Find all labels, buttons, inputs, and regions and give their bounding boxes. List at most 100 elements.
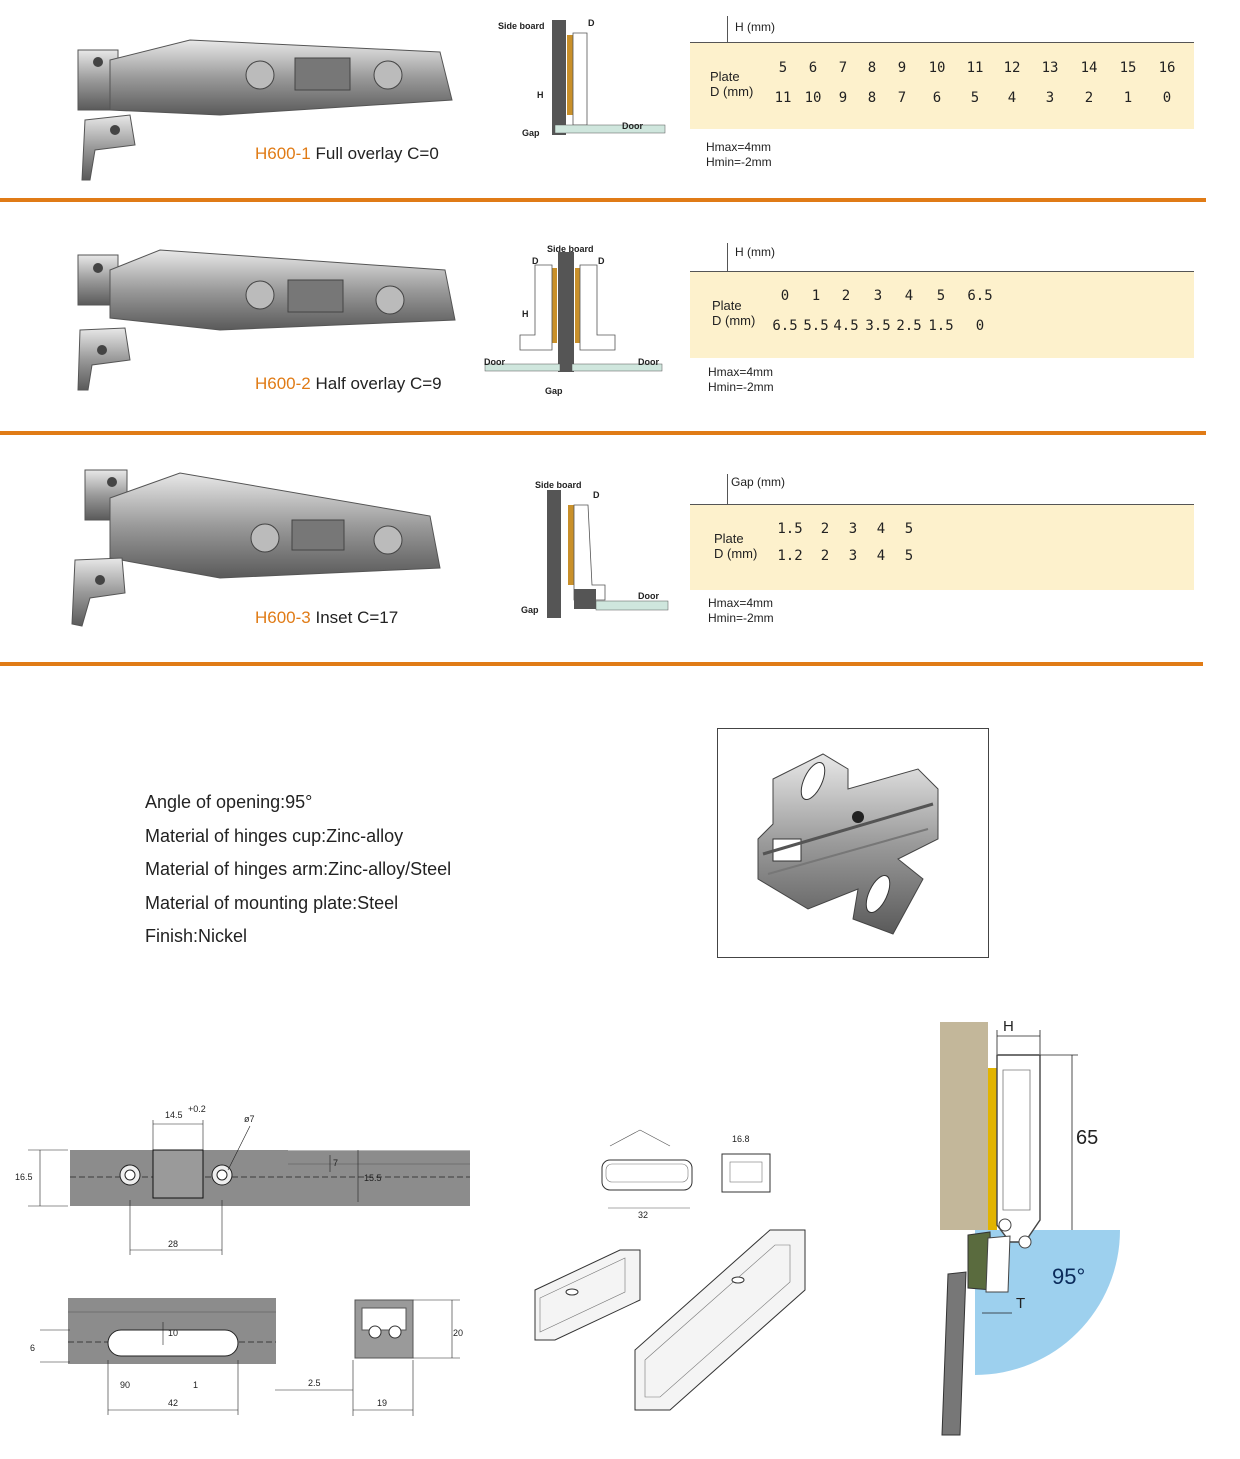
h-value: 4 (876, 521, 886, 537)
label-95-degree: 95° (1052, 1264, 1085, 1289)
hinge-photo-2 (77, 249, 456, 391)
diagram-label-d: D (532, 256, 539, 266)
row-label-d: D (mm) (714, 546, 758, 561)
dim-42: 42 (168, 1398, 178, 1408)
h-value: 16 (1158, 60, 1176, 76)
rail-profile-drawing: 32 16.8 (534, 1129, 806, 1411)
d-value: 9 (838, 90, 848, 106)
d-value: 2 (1084, 90, 1094, 106)
diagram-label-door: Door (638, 591, 659, 601)
diagram-label-gap: Gap (522, 128, 540, 138)
d-value: 7 (897, 90, 907, 106)
d-value: 6 (932, 90, 942, 106)
d-value: 4 (876, 548, 886, 564)
product-desc: Full overlay C=0 (315, 144, 439, 163)
spec-item-finish: Finish:Nickel (145, 926, 248, 946)
spec-item-angle: Angle of opening:95° (145, 792, 313, 812)
hinge-photo-3 (71, 469, 441, 627)
d-value: 2.5 (896, 318, 922, 334)
d-value: 3 (848, 548, 858, 564)
table-header: H (mm) (735, 20, 775, 34)
dim-plus: +0.2 (188, 1104, 206, 1114)
spec-list: Angle of opening:95° Material of hinges … (145, 786, 451, 954)
dim-28: 28 (168, 1239, 178, 1249)
rail-dim-16-8: 16.8 (732, 1134, 750, 1144)
spec-item-cup: Material of hinges cup:Zinc-alloy (145, 825, 404, 846)
mounting-plate-photo (757, 753, 939, 935)
diagram-label-gap: Gap (521, 605, 539, 615)
product-desc: Half overlay C=9 (315, 374, 442, 393)
spec-item-arm: Material of hinges arm:Zinc-alloy/Steel (145, 859, 452, 879)
dim-10: 10 (168, 1328, 178, 1338)
diagram-label-door: Door (484, 357, 505, 367)
dim-dia7: ø7 (244, 1114, 255, 1124)
d-value: 3 (1045, 90, 1055, 106)
section-divider (0, 198, 1206, 202)
d-value: 5.5 (803, 318, 829, 334)
h-value: 6.5 (967, 288, 993, 304)
d-value: 2 (820, 548, 830, 564)
label-h: H (1003, 1018, 1014, 1035)
cup-dimension-drawing: 14.5 +0.2 ø7 16.5 7 15.5 28 6 10 90 1 42… (15, 1104, 470, 1416)
h-value: 8 (867, 60, 877, 76)
diagram-label-d-right: D (598, 256, 605, 266)
dim-2-5: 2.5 (308, 1378, 321, 1388)
hmax-note: Hmax=4mm (706, 140, 772, 154)
h-value: 6 (808, 60, 818, 76)
row-label-d: D (mm) (710, 84, 754, 99)
dim-19: 19 (377, 1398, 387, 1408)
d-value: 8 (867, 90, 877, 106)
opening-angle-diagram: H 65 95° T (940, 1018, 1120, 1436)
d-value: 4.5 (833, 318, 859, 334)
rail-dim-32: 32 (638, 1210, 648, 1220)
d-value: 0 (1162, 90, 1172, 106)
table-header: Gap (mm) (731, 475, 785, 489)
h-value: 1 (811, 288, 821, 304)
h-value: 4 (904, 288, 914, 304)
product-code: H600-3 (255, 608, 311, 627)
install-diagram-2: Side board D D H Gap Door Door (484, 244, 663, 396)
diagram-label-h: H (537, 90, 544, 100)
product-desc: Inset C=17 (315, 608, 399, 627)
h-value: 12 (1003, 60, 1021, 76)
diagram-label-gap: Gap (545, 386, 563, 396)
hmax-note: Hmax=4mm (708, 365, 774, 379)
hmin-note: Hmin=-2mm (708, 380, 774, 394)
hmin-note: Hmin=-2mm (706, 155, 772, 169)
row-label-plate: Plate (714, 531, 744, 546)
h-value: 14 (1080, 60, 1098, 76)
row-label-d: D (mm) (712, 313, 756, 328)
h-value: 13 (1041, 60, 1059, 76)
d-value: 5 (970, 90, 980, 106)
h-value: 3 (848, 521, 858, 537)
product-label-2: H600-2 Half overlay C=9 (255, 374, 442, 394)
h-value: 5 (936, 288, 946, 304)
dim-1: 1 (193, 1380, 198, 1390)
h-value: 10 (928, 60, 946, 76)
row-label-plate: Plate (712, 298, 742, 313)
install-diagram-1: Side board D H Gap Door (498, 18, 666, 138)
row-label-plate: Plate (710, 69, 740, 84)
hmin-note: Hmin=-2mm (708, 611, 774, 625)
h-value: 15 (1119, 60, 1137, 76)
table-header: H (mm) (735, 245, 775, 259)
product-label-3: H600-3 Inset C=17 (255, 608, 398, 628)
d-value: 1 (1123, 90, 1133, 106)
hmax-note: Hmax=4mm (708, 596, 774, 610)
diagram-label-side-board: Side board (498, 21, 545, 31)
mounting-plate-photo-frame (717, 728, 989, 958)
diagram-label-door-right: Door (638, 357, 659, 367)
d-value: 4 (1007, 90, 1017, 106)
d-value: 1.5 (928, 318, 954, 334)
label-t: T (1016, 1295, 1025, 1312)
dim-20: 20 (453, 1328, 463, 1338)
d-value: 6.5 (772, 318, 798, 334)
h-value: 7 (838, 60, 848, 76)
product-code: H600-1 (255, 144, 311, 163)
diagram-label-h: H (522, 309, 529, 319)
label-65: 65 (1076, 1127, 1098, 1149)
hinge-photo-1 (77, 39, 453, 181)
h-value: 0 (780, 288, 790, 304)
dim-15-5: 15.5 (364, 1173, 382, 1183)
d-value: 11 (774, 90, 792, 106)
